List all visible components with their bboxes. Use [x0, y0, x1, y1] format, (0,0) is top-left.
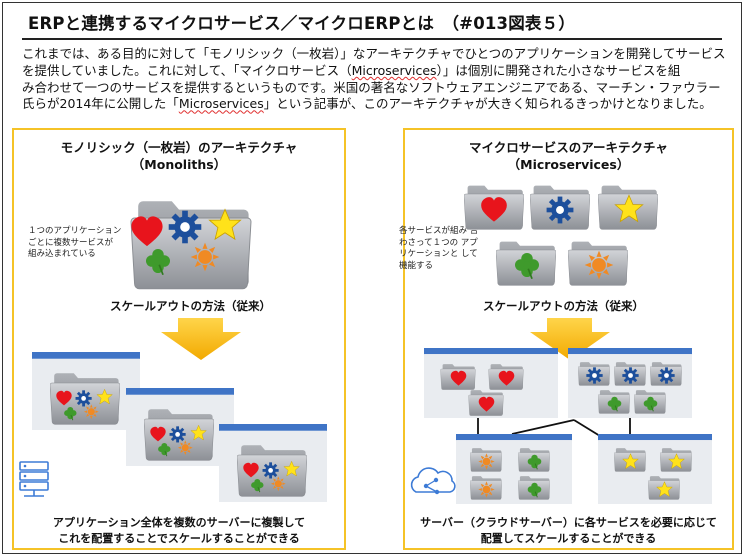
microservices-panel: マイクロサービスのアーキテクチャ （Microservices） 各サービスが組… [399, 128, 734, 550]
microservices-caption-1: サーバー（クラウドサーバー）に各サービスを必要に応じて [420, 516, 717, 529]
monolith-caption-2: これを配置することでスケールすることができる [58, 532, 300, 545]
monolith-scale-label: スケールアウトの方法（従来） [110, 299, 271, 313]
microservices-note: 各サービスが組み 合わさって１つの アプリケーションと して機能する [399, 226, 479, 271]
intro-line-1: これまでは、ある目的に対して「モノリシック（一枚岩）」なアーキテクチャでひとつの… [22, 46, 726, 61]
page-title: ERPと連携するマイクロサービス／マイクロERPとは （#013図表５） [28, 14, 576, 33]
microservices-subtitle: （Microservices） [507, 157, 630, 172]
intro-text-segment: 氏らが2014年に公開した「 [22, 96, 179, 112]
microservices-title: マイクロサービスのアーキテクチャ [469, 140, 668, 155]
intro-line-4: 氏らが2014年に公開した「Microservices」という記事が、このアーキ… [22, 96, 730, 113]
intro-text-segment: 」という記事が、このアーキテクチャが大きく知られるきっかけとなりました。 [263, 96, 712, 112]
intro-line-3: み合わせて一つのサービスを提供するというものです。米国の著名なソフトウェアエンジ… [22, 79, 721, 95]
intro-term: Microservices [178, 96, 264, 112]
monolith-note: １つのアプリケーション ごとに複数サービスが 組み込まれている [28, 226, 122, 259]
microservices-scale-label: スケールアウトの方法（従来） [483, 299, 644, 313]
microservices-caption-2: 配置してスケールすることができる [480, 532, 657, 545]
monolith-panel: モノリシック（一枚岩）のアーキテクチャ （Monoliths） １つのアプリケー… [12, 128, 346, 550]
intro-term: Microservices [351, 62, 437, 78]
intro-text-segment: を提供していました。これに対して、「マイクロサービス（ [22, 62, 352, 78]
monolith-subtitle: （Monoliths） [131, 157, 227, 172]
monolith-caption-1: アプリケーション全体を複数のサーバーに複製して [52, 516, 306, 529]
monolith-title: モノリシック（一枚岩）のアーキテクチャ [60, 140, 298, 155]
intro-line-2: を提供していました。これに対して、「マイクロサービス（Microservices… [22, 63, 730, 80]
intro-text: これまでは、ある目的に対して「モノリシック（一枚岩）」なアーキテクチャでひとつの… [22, 46, 730, 113]
title-rule [22, 38, 722, 40]
intro-text-segment: ）」は個別に開発された小さなサービスを組 [436, 62, 681, 78]
